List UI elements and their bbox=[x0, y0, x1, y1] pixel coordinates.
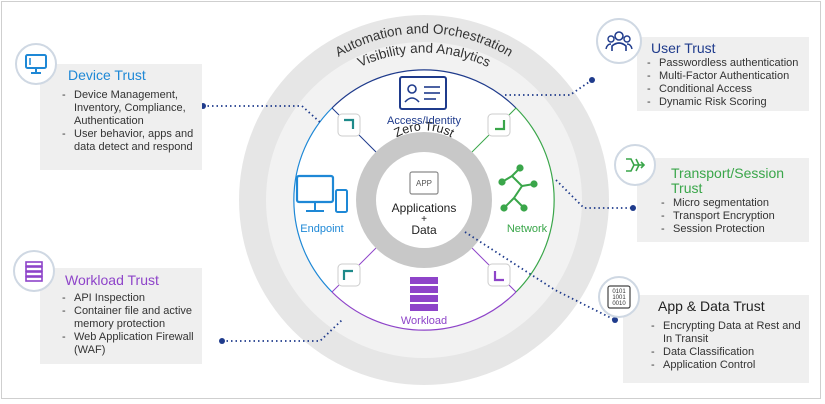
workload-label: Workload bbox=[401, 315, 447, 327]
connector-device bbox=[203, 105, 323, 125]
workload-trust-item: Web Application Firewall (WAF) bbox=[62, 331, 198, 357]
binary-line: 0010 bbox=[612, 301, 626, 307]
device-trust-list: Device Management, Inventory, Compliance… bbox=[62, 89, 198, 154]
connector-dot-appdata bbox=[612, 317, 618, 323]
access-identity-label: Access/Identity bbox=[387, 115, 461, 127]
bracket-icon-bottom-left bbox=[337, 263, 361, 287]
transport-trust-list: Micro segmentation Transport Encryption … bbox=[661, 197, 807, 236]
user-trust-item: Passwordless authentication bbox=[647, 57, 807, 70]
transport-trust-item: Session Protection bbox=[661, 223, 807, 236]
workload-trust-panel: Workload Trust API Inspection Container … bbox=[40, 268, 202, 364]
bracket-icon-bottom-right bbox=[487, 263, 511, 287]
user-trust-list: Passwordless authentication Multi-Factor… bbox=[647, 57, 807, 109]
appdata-trust-item: Encrypting Data at Rest and In Transit bbox=[651, 320, 807, 346]
binary-line: 1001 bbox=[612, 295, 626, 301]
bracket-icon-top-left bbox=[337, 113, 361, 137]
connector-dot-workload bbox=[219, 338, 225, 344]
device-trust-item: Device Management, Inventory, Compliance… bbox=[62, 89, 198, 128]
transport-trust-panel: Transport/Session Trust Micro segmentati… bbox=[637, 158, 809, 242]
connector-workload bbox=[222, 319, 343, 342]
endpoint-segment-outline bbox=[293, 107, 333, 293]
appdata-trust-item: Data Classification bbox=[651, 346, 807, 359]
device-trust-item: User behavior, apps and data detect and … bbox=[62, 128, 198, 154]
user-trust-panel: User Trust Passwordless authentication M… bbox=[637, 37, 809, 111]
app-icon-text: APP bbox=[416, 179, 432, 188]
user-trust-title: User Trust bbox=[651, 40, 716, 56]
user-trust-item: Multi-Factor Authentication bbox=[647, 70, 807, 83]
workload-trust-title: Workload Trust bbox=[65, 272, 159, 288]
network-nodes-icon bbox=[498, 164, 538, 212]
device-trust-panel: Device Trust Device Management, Inventor… bbox=[40, 64, 202, 170]
bracket-icon-top-right bbox=[487, 113, 511, 137]
transport-trust-icon-circle bbox=[614, 144, 656, 186]
connector-transport bbox=[555, 179, 633, 209]
server-stack-icon bbox=[410, 277, 438, 311]
diagram-frame bbox=[1, 1, 821, 399]
center-line2: + bbox=[421, 214, 427, 225]
appdata-trust-icon-circle: 0101 1001 0010 bbox=[598, 276, 640, 318]
workload-trust-item: API Inspection bbox=[62, 292, 198, 305]
transport-trust-title-line1: Transport/Session bbox=[671, 165, 785, 181]
endpoint-label: Endpoint bbox=[300, 223, 343, 235]
computer-icon bbox=[25, 54, 47, 74]
workload-trust-icon-circle bbox=[13, 250, 55, 292]
user-trust-item: Dynamic Risk Scoring bbox=[647, 96, 807, 109]
access-segment-outline bbox=[331, 69, 517, 109]
workload-segment-outline bbox=[331, 291, 517, 331]
network-label: Network bbox=[507, 223, 548, 235]
transport-trust-item: Micro segmentation bbox=[661, 197, 807, 210]
center-line1: Applications bbox=[392, 201, 457, 215]
workload-trust-item: Container file and active memory protect… bbox=[62, 305, 198, 331]
appdata-trust-title: App & Data Trust bbox=[658, 298, 765, 314]
binary-line: 0101 bbox=[612, 289, 626, 295]
app-icon bbox=[409, 171, 439, 195]
appdata-trust-item: Application Control bbox=[651, 359, 807, 372]
network-segment-outline bbox=[515, 107, 555, 293]
user-trust-item: Conditional Access bbox=[647, 83, 807, 96]
transport-flow-icon bbox=[626, 158, 646, 172]
id-card-icon bbox=[399, 76, 447, 110]
binary-data-icon: 0101 1001 0010 bbox=[607, 285, 631, 309]
device-trust-icon-circle bbox=[15, 43, 57, 85]
connector-dot-user bbox=[589, 77, 595, 83]
endpoint-devices-icon bbox=[295, 174, 348, 213]
users-group-icon bbox=[605, 31, 633, 51]
connector-dot-transport bbox=[630, 205, 636, 211]
user-trust-icon-circle bbox=[596, 18, 642, 64]
appdata-trust-panel: App & Data Trust Encrypting Data at Rest… bbox=[623, 295, 809, 383]
center-disc bbox=[376, 152, 472, 248]
transport-trust-item: Transport Encryption bbox=[661, 210, 807, 223]
transport-trust-title-line2: Trust bbox=[671, 180, 703, 196]
workload-trust-list: API Inspection Container file and active… bbox=[62, 292, 198, 357]
server-icon bbox=[25, 261, 43, 282]
device-trust-title: Device Trust bbox=[68, 67, 146, 83]
center-line3: Data bbox=[411, 223, 437, 237]
appdata-trust-list: Encrypting Data at Rest and In Transit D… bbox=[651, 320, 807, 372]
connectors bbox=[203, 79, 633, 342]
